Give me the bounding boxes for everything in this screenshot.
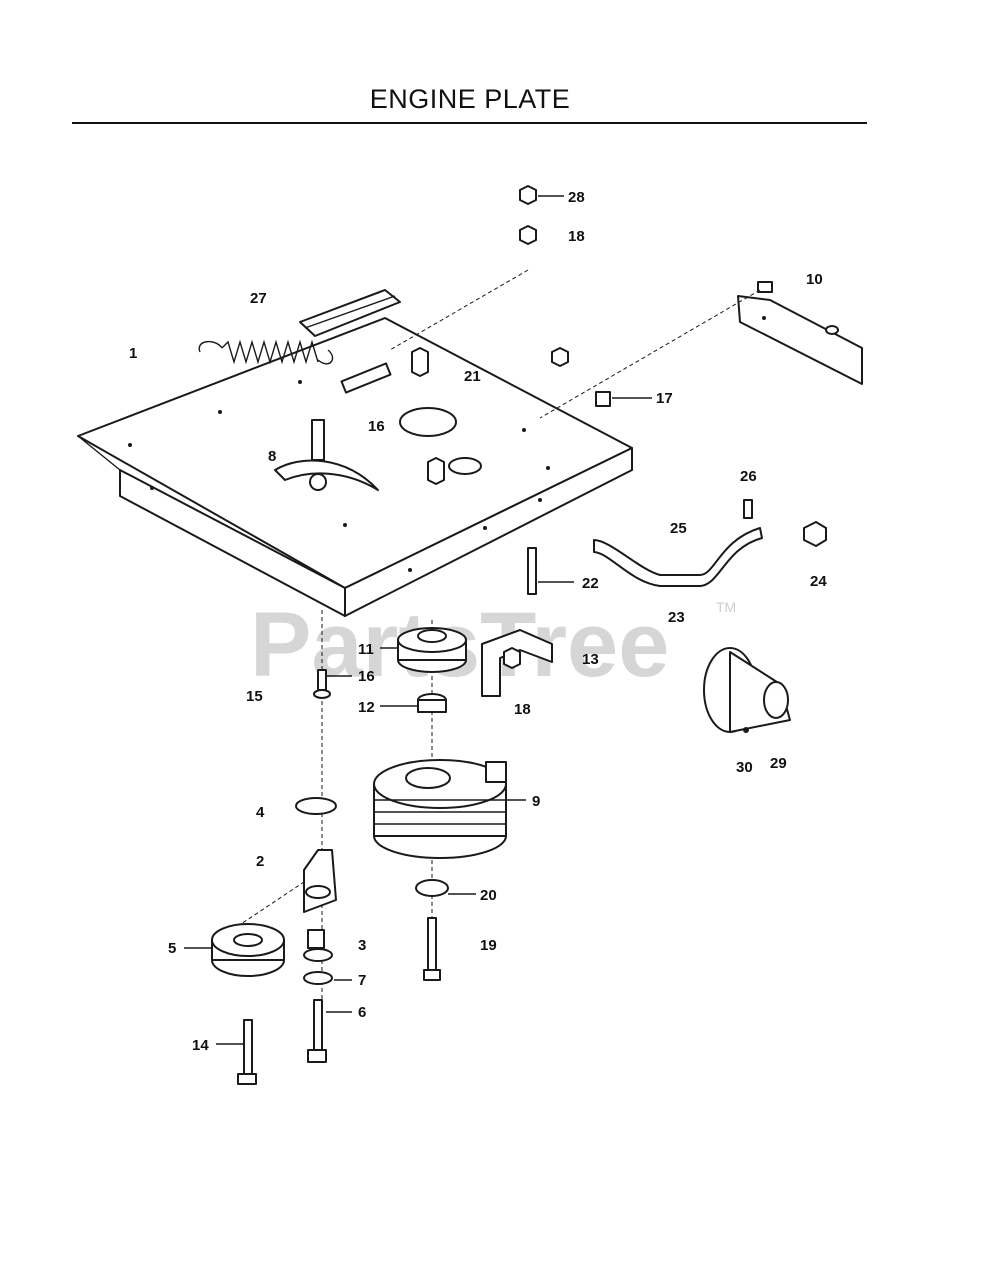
hose-part — [593, 499, 827, 587]
callout-13: 13 — [582, 651, 599, 668]
callout-17: 17 — [656, 390, 673, 407]
callout-29: 29 — [770, 755, 787, 772]
callout-24: 24 — [810, 573, 827, 590]
callout-19: 19 — [480, 937, 497, 954]
callout-labels: 28 18 10 27 1 21 17 16 8 26 25 22 24 23 … — [129, 189, 827, 1054]
callout-28: 28 — [568, 189, 585, 206]
bolt-part — [595, 391, 611, 407]
idler-stack-part — [295, 669, 337, 1063]
engine-plate-part — [77, 289, 633, 617]
pulley-part — [397, 627, 467, 713]
callout-12: 12 — [358, 699, 375, 716]
clutch-part — [373, 759, 507, 859]
callout-21: 21 — [464, 368, 481, 385]
callout-18: 18 — [514, 701, 531, 718]
muffler-part — [703, 647, 791, 733]
title-underline — [72, 122, 867, 124]
callout-16: 16 — [358, 668, 375, 685]
callout-27: 27 — [250, 290, 267, 307]
callout-22: 22 — [582, 575, 599, 592]
callout-26: 26 — [740, 468, 757, 485]
callout-15: 15 — [246, 688, 263, 705]
callout-4: 4 — [256, 804, 265, 821]
idler-arm-bolt-part — [274, 419, 379, 491]
bolt-part — [527, 547, 537, 595]
callout-11: 11 — [358, 641, 374, 658]
callout-8: 8 — [268, 448, 276, 465]
callout-30: 30 — [736, 759, 753, 776]
watermark-tm: TM — [716, 599, 736, 615]
hex-nut-parts — [411, 185, 569, 485]
callout-1: 1 — [129, 345, 137, 362]
callout-14: 14 — [192, 1037, 209, 1054]
callout-7: 7 — [358, 972, 366, 989]
callout-6: 6 — [358, 1004, 366, 1021]
leader-lines — [184, 195, 652, 1045]
callout-3: 3 — [358, 937, 366, 954]
callout-10: 10 — [806, 271, 823, 288]
mounting-bracket-part — [737, 281, 863, 385]
idler-pulley-part — [211, 923, 285, 1085]
washer-bolt-part — [415, 879, 449, 981]
callout-9: 9 — [532, 793, 540, 810]
callout-5: 5 — [168, 940, 176, 957]
spring-part — [198, 339, 334, 365]
callout-20: 20 — [480, 887, 497, 904]
page-title: ENGINE PLATE — [369, 84, 571, 114]
callout-18: 18 — [568, 228, 585, 245]
callout-16: 16 — [368, 418, 385, 435]
callout-25: 25 — [670, 520, 687, 537]
callout-2: 2 — [256, 853, 264, 870]
bracket-part — [481, 629, 553, 697]
callout-23: 23 — [668, 609, 685, 626]
